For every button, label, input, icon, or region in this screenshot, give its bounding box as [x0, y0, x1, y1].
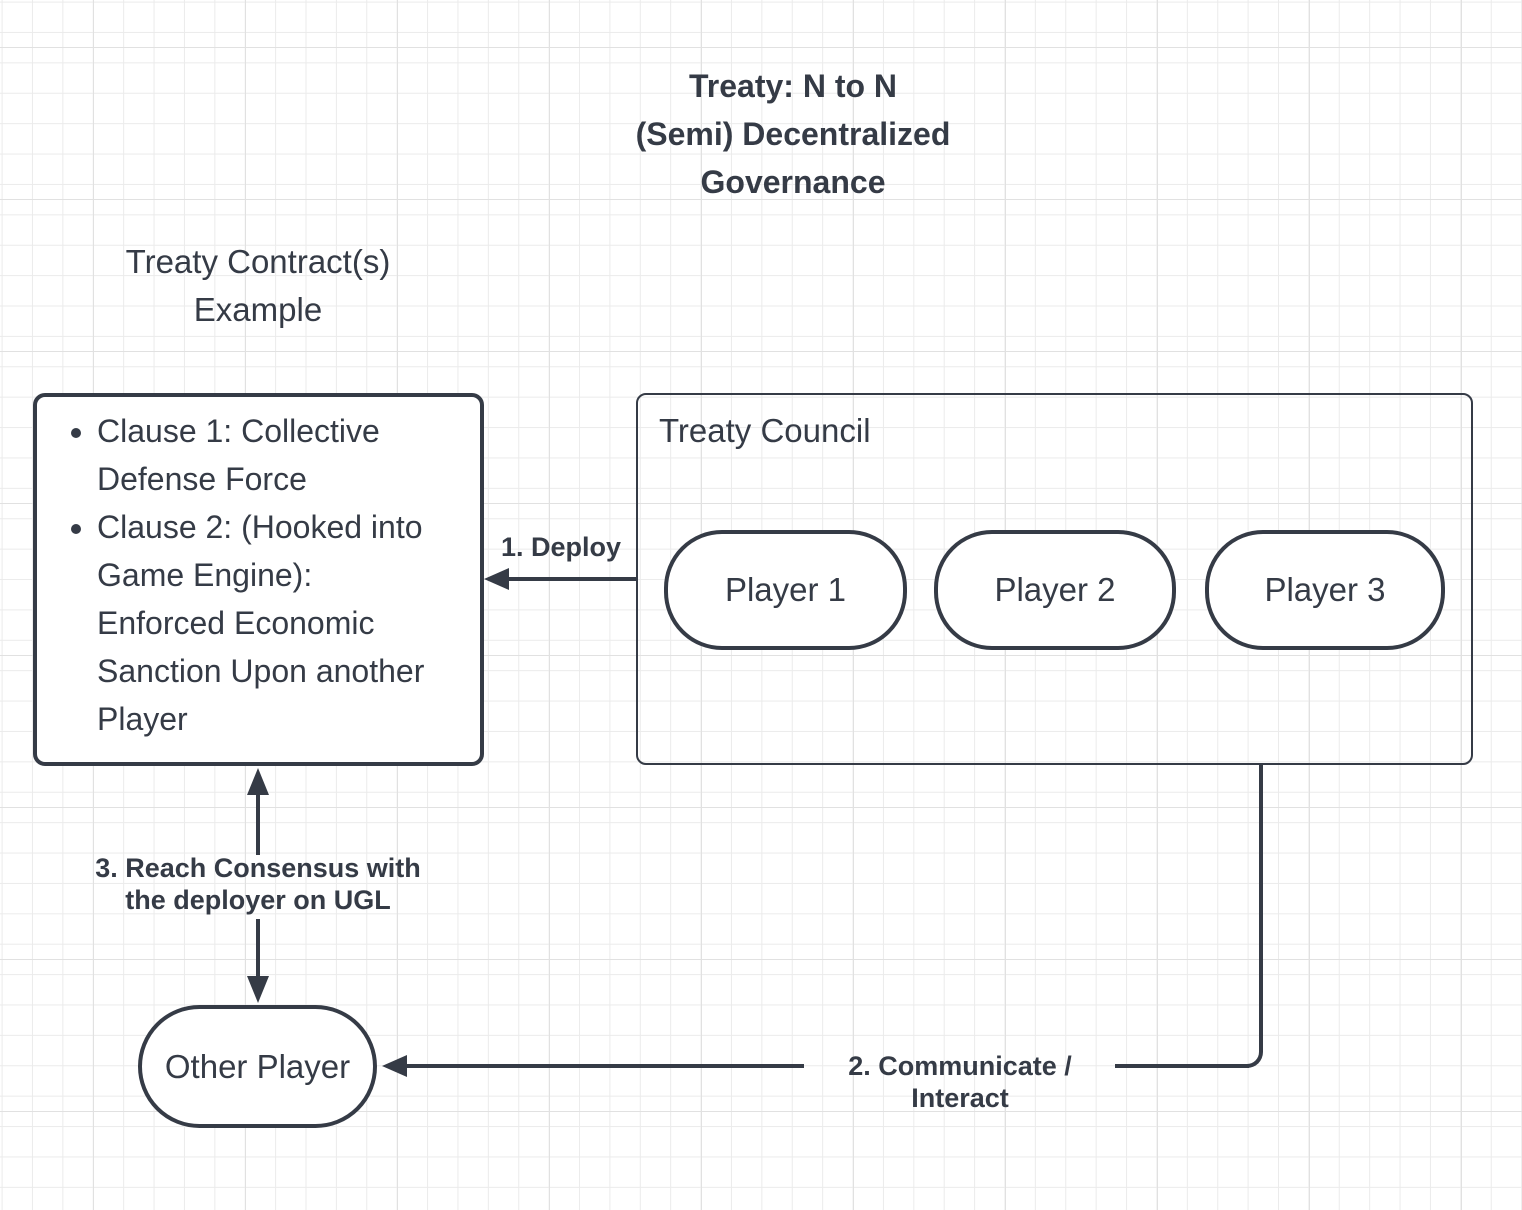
diagram-title: Treaty: N to N (Semi) Decentralized Gove… — [635, 68, 951, 200]
treaty-contract-clauses-box[interactable]: Clause 1: Collective Defense Force Claus… — [33, 393, 484, 766]
edge-consensus-arrowhead-up-icon — [247, 768, 269, 795]
edge-deploy-label: 1. Deploy — [500, 532, 622, 562]
treaty-contracts-example-label: Treaty Contract(s) Example — [125, 243, 391, 328]
clause-item-2: Clause 2: (Hooked into Game Engine): Enf… — [97, 503, 428, 743]
edge-deploy-arrowhead-icon — [484, 568, 509, 590]
edge-communicate-corner — [1245, 765, 1263, 1068]
player-2-node[interactable]: Player 2 — [934, 530, 1176, 650]
treaty-council-label: Treaty Council — [659, 412, 871, 449]
treaty-council-box[interactable]: Treaty Council Player 1 Player 2 Player … — [636, 393, 1473, 765]
edge-consensus-label: 3. Reach Consensus with the deployer on … — [95, 853, 421, 915]
edge-communicate-line-left — [406, 1064, 804, 1068]
player-3-label: Player 3 — [1264, 571, 1386, 608]
other-player-label: Other Player — [164, 1047, 351, 1085]
clause-list: Clause 1: Collective Defense Force Claus… — [37, 407, 480, 743]
other-player-node[interactable]: Other Player — [138, 1005, 377, 1128]
player-1-node[interactable]: Player 1 — [664, 530, 907, 650]
player-3-node[interactable]: Player 3 — [1205, 530, 1445, 650]
edge-communicate-arrowhead-icon — [382, 1055, 407, 1077]
edge-deploy-line — [506, 577, 636, 581]
player-2-label: Player 2 — [994, 571, 1116, 608]
clause-item-1: Clause 1: Collective Defense Force — [97, 407, 428, 503]
edge-consensus-arrowhead-down-icon — [247, 976, 269, 1003]
player-1-label: Player 1 — [724, 571, 847, 608]
edge-consensus-line-bottom — [256, 919, 260, 978]
edge-communicate-line-right — [1115, 1064, 1249, 1068]
edge-consensus-line-top — [256, 793, 260, 855]
edge-communicate-label: 2. Communicate / Interact — [848, 1051, 1072, 1113]
